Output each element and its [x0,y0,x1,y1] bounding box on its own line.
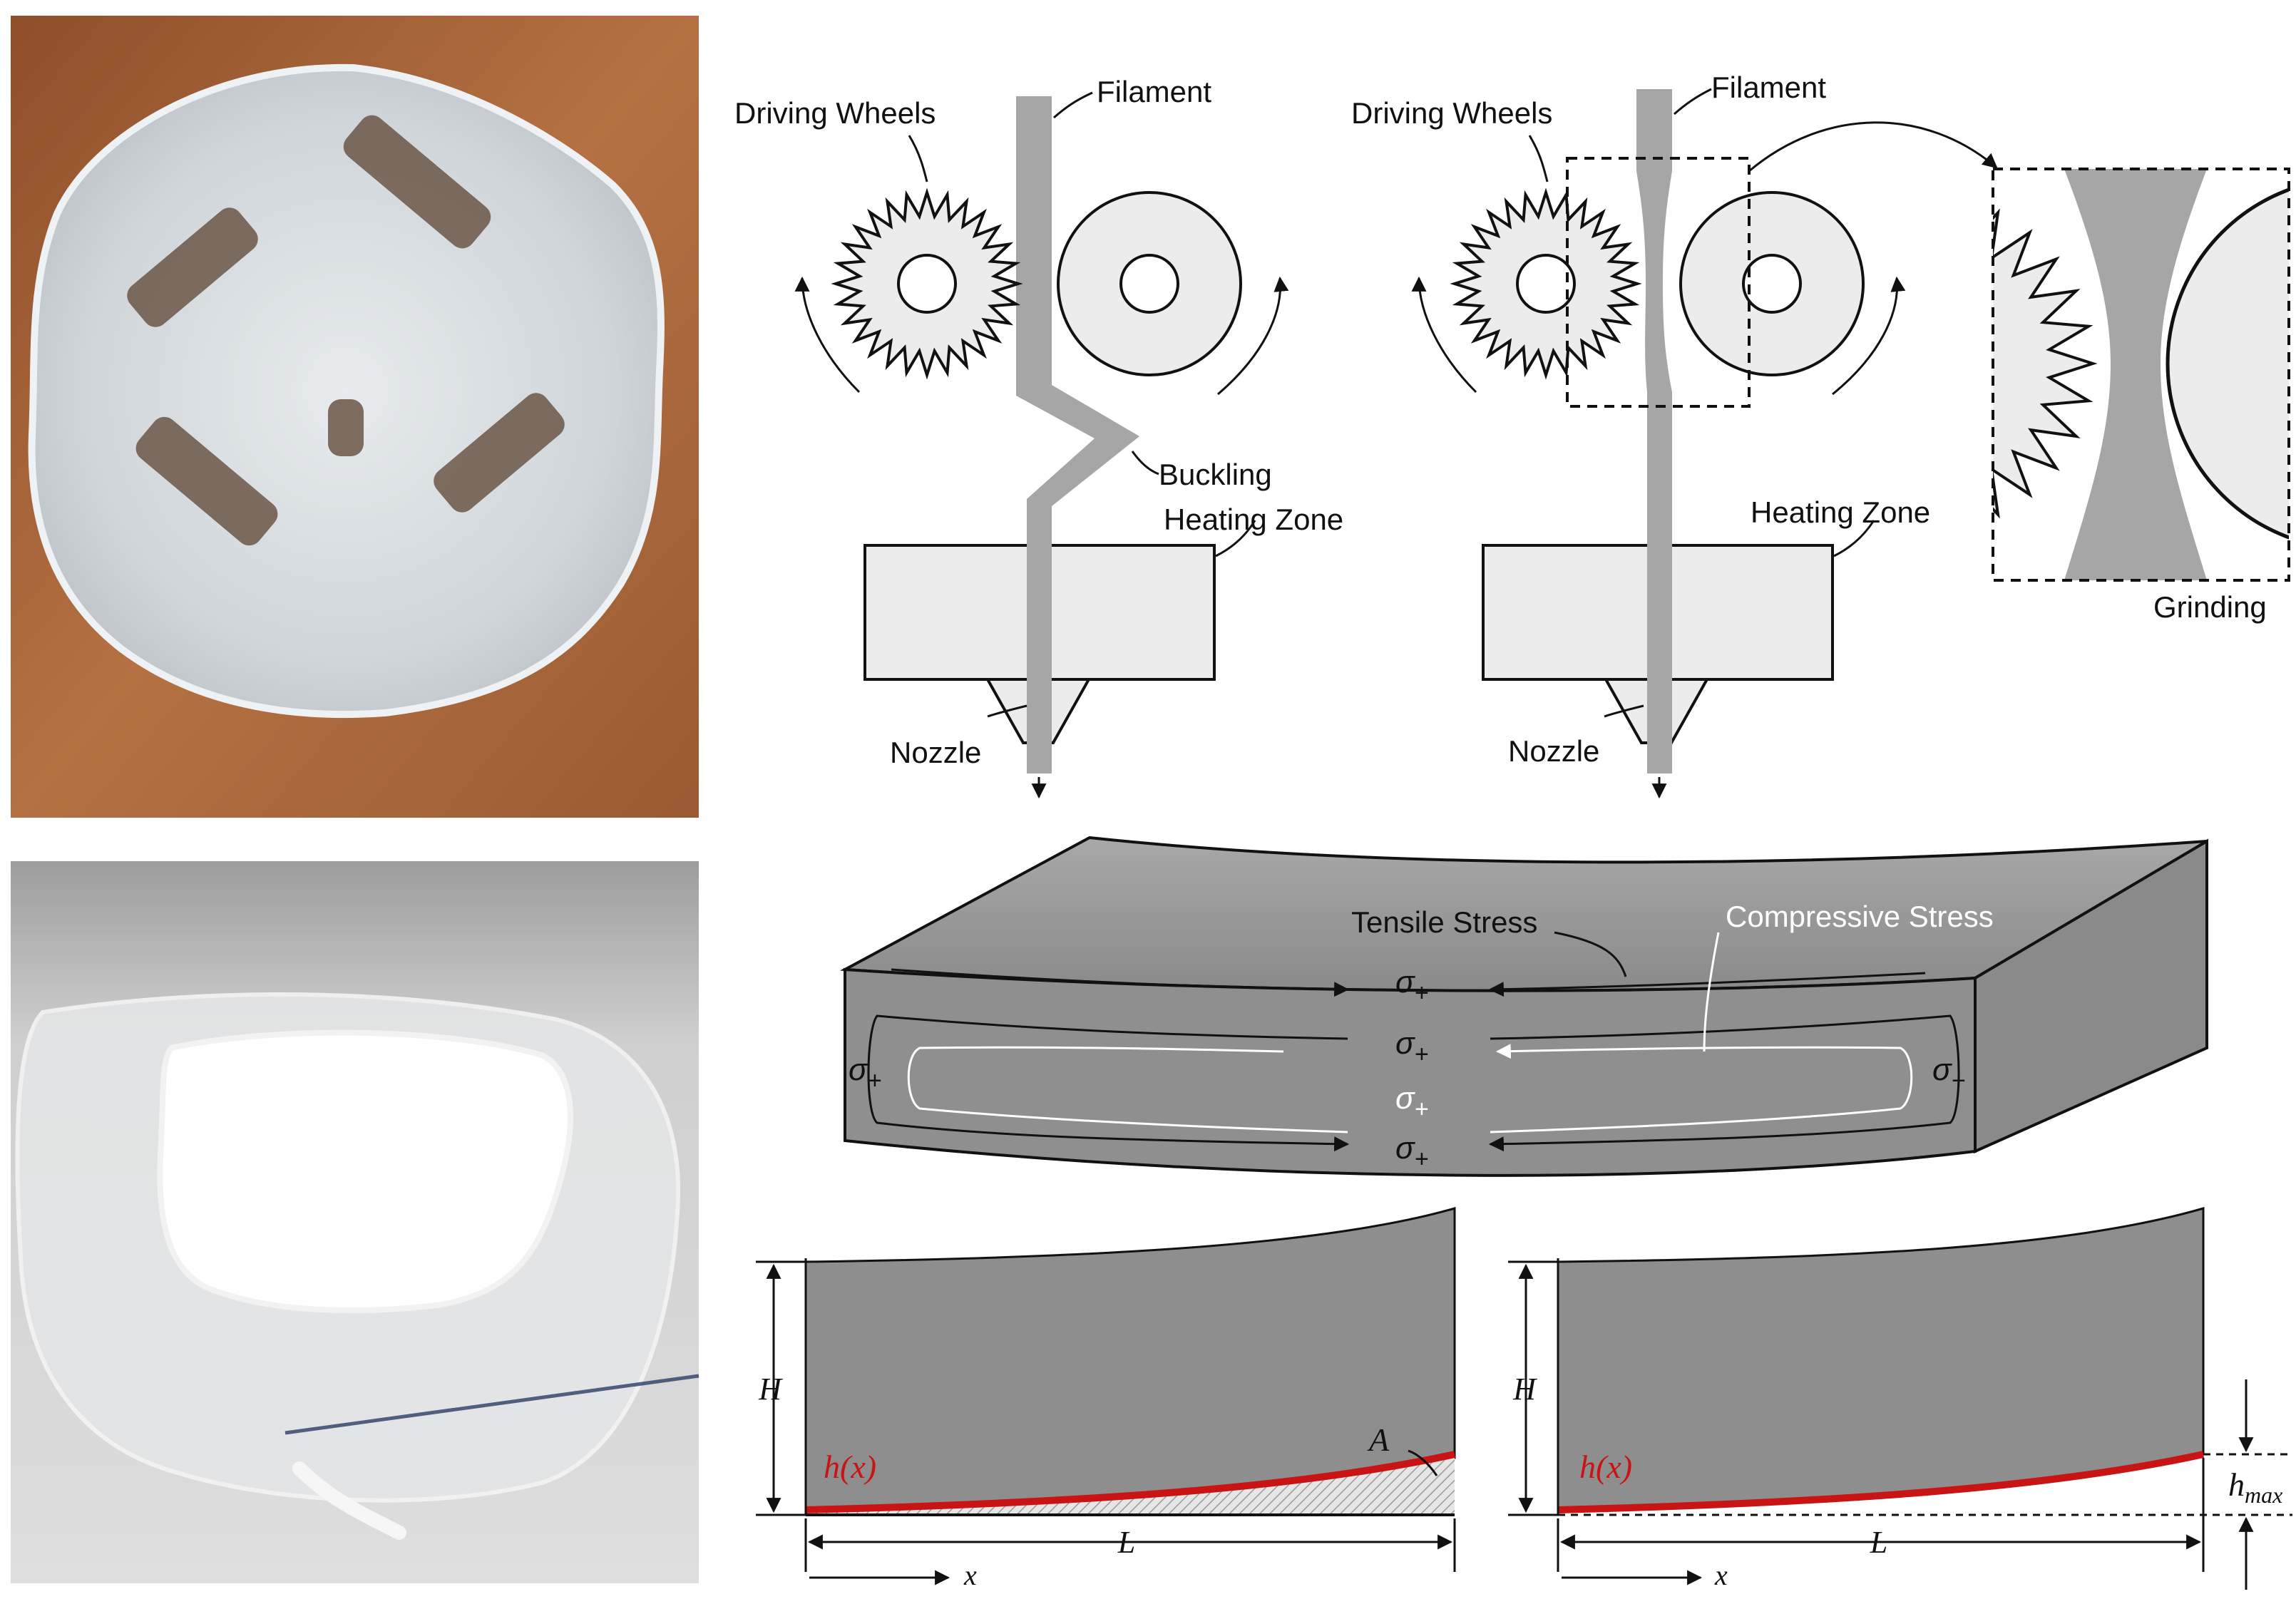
panel-feed-buckling: Driving Wheels Filament Buckling Heating… [734,75,1343,799]
label-h-of-x: h(x) [1579,1449,1632,1485]
sigma-sub: + [1415,1146,1429,1173]
label-H: H [1512,1372,1537,1407]
rotation-arrow-right [1832,276,1906,396]
sigma-sub: + [868,1067,882,1094]
label-h-max: hmax [2228,1466,2282,1508]
svg-text:σ+: σ+ [1932,1052,1965,1094]
label-heating-zone: Heating Zone [1751,495,1930,529]
label-compressive-stress: Compressive Stress [1726,900,1994,933]
curve-h-of-x [1557,1451,2205,1513]
zoom-arrow [1748,121,1998,173]
printed-part [28,63,665,719]
svg-text:σ+: σ+ [1395,1081,1428,1123]
label-heating-zone: Heating Zone [1164,503,1343,536]
warped-body [804,1207,1456,1509]
label-H: H [758,1372,783,1407]
stress-panel: Tensile Stress Compressive Stress σ+ σ+ … [839,836,2208,1177]
photo-warped-print-bottom [11,861,699,1583]
label-L: L [1870,1525,1887,1560]
driving-wheel-gear [831,187,1023,380]
filament-ground [1636,89,1672,773]
label-x: x [963,1559,977,1591]
sigma-sub: + [1952,1067,1966,1094]
idler-wheel [1679,191,1865,376]
driving-wheel-gear [1450,187,1642,380]
svg-text:σ+: σ+ [1395,965,1428,1007]
sigma: σ [1395,965,1415,999]
panel-feed-grinding: Driving Wheels Filament Heating Zone Noz… [1351,71,1998,799]
grinding-inset: Grinding [1992,168,2290,624]
curve-h-of-x [805,1451,1456,1513]
label-driving-wheels: Driving Wheels [1351,96,1552,130]
svg-text:σ+: σ+ [849,1052,881,1094]
idler-wheel-zoom [2166,187,2289,540]
label-filament: Filament [1711,71,1826,104]
sigma: σ [1395,1131,1415,1166]
warp-panel-right: H h(x) L x hmax [1508,1207,2292,1591]
warp-panel-left: H h(x) A L x [756,1207,1456,1591]
label-driving-wheels: Driving Wheels [734,96,936,130]
h-max-sub: max [2245,1482,2282,1508]
rotation-arrow-left [1411,276,1477,394]
area-A-hatch [806,1454,1455,1515]
filament-neck [2064,169,2207,580]
rotation-arrow-left [794,276,861,394]
label-buckling: Buckling [1159,458,1272,491]
h-max-base: h [2228,1466,2245,1503]
label-filament: Filament [1097,75,1211,108]
filament-buckled [1016,96,1139,773]
sigma: σ [1932,1052,1952,1087]
label-nozzle: Nozzle [1508,734,1599,768]
sigma: σ [849,1052,868,1087]
svg-text:σ+: σ+ [1395,1131,1428,1173]
sigma: σ [1395,1026,1415,1061]
warped-body [1557,1207,2205,1509]
rotation-arrow-right [1217,276,1289,396]
sigma-sub: + [1415,1041,1429,1068]
label-h-of-x: h(x) [824,1449,876,1485]
zoom-region [1566,157,1751,408]
label-tensile-stress: Tensile Stress [1351,905,1537,939]
print-slots [127,115,565,546]
idler-wheel [1057,191,1242,376]
svg-text:σ+: σ+ [1395,1026,1428,1068]
label-L: L [1117,1525,1135,1560]
white-print [157,1029,573,1314]
sigma-labels: σ+ σ+ σ+ σ+ σ+ σ+ [849,965,1965,1173]
photo-warped-print-top [11,16,699,818]
label-x: x [1714,1559,1728,1591]
label-grinding: Grinding [2153,590,2267,624]
sigma-sub: + [1415,1096,1429,1123]
sigma: σ [1395,1081,1415,1116]
label-A: A [1367,1421,1390,1458]
label-nozzle: Nozzle [890,736,981,769]
sigma-sub: + [1415,980,1429,1007]
